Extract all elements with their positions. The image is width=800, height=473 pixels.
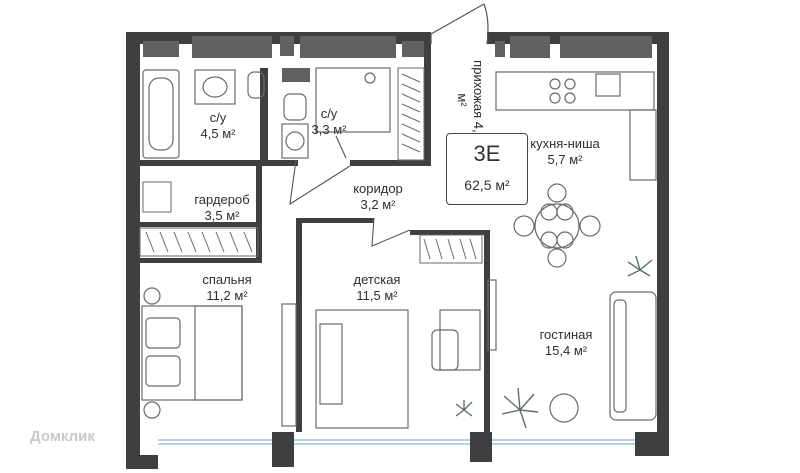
room-name: детская [353,272,401,287]
room-area: 11,5 м² [356,288,398,303]
room-label-bathroom-1: с/у 4,5 м² [186,110,250,142]
bathroom-fixtures [142,67,391,159]
room-area: 4,5 м² [200,126,236,141]
room-label-bathroom-2: с/у 3,3 м² [300,106,358,138]
room-name: гостиная [539,327,593,342]
room-name: с/у [320,106,338,121]
room-label-kitchen-niche: кухня-ниша 5,7 м² [520,136,610,168]
room-name: коридор [353,181,403,196]
room-name: прихожая [471,60,486,119]
room-label-living-room: гостиная 15,4 м² [526,327,606,359]
room-area: 11,2 м² [206,288,248,303]
room-label-kids-room: детская 11,5 м² [340,272,414,304]
room-area: 3,2 м² [360,197,396,212]
kitchen-living-furniture [495,71,657,423]
bedroom-furniture [141,287,297,427]
apartment-code: 3Е [473,141,501,166]
room-label-bedroom: спальня 11,2 м² [190,272,264,304]
windows [143,36,652,82]
room-label-wardrobe: гардероб 3,5 м² [184,192,260,224]
room-label-hallway: прихожая 4,2 м² [454,60,486,140]
room-label-corridor: коридор 3,2 м² [340,181,416,213]
total-area: 62,5 м² [464,177,510,193]
room-area: 3,3 м² [311,122,347,137]
room-area: 5,7 м² [547,152,583,167]
room-area: 15,4 м² [544,343,588,358]
kids-room-furniture [315,279,497,429]
entry-door [430,3,489,45]
room-name: кухня-ниша [530,136,600,151]
watermark: Домклик [30,428,95,445]
interior-doors [289,135,411,247]
apartment-badge: 3Е 62,5 м² [446,133,528,205]
glazing [158,439,635,445]
walls [126,32,669,469]
plants [455,255,653,429]
room-name: гардероб [194,192,250,207]
room-name: спальня [202,272,252,287]
wardrobe-hatching [139,67,483,264]
room-name: с/у [209,110,227,125]
room-area: 3,5 м² [204,208,240,223]
